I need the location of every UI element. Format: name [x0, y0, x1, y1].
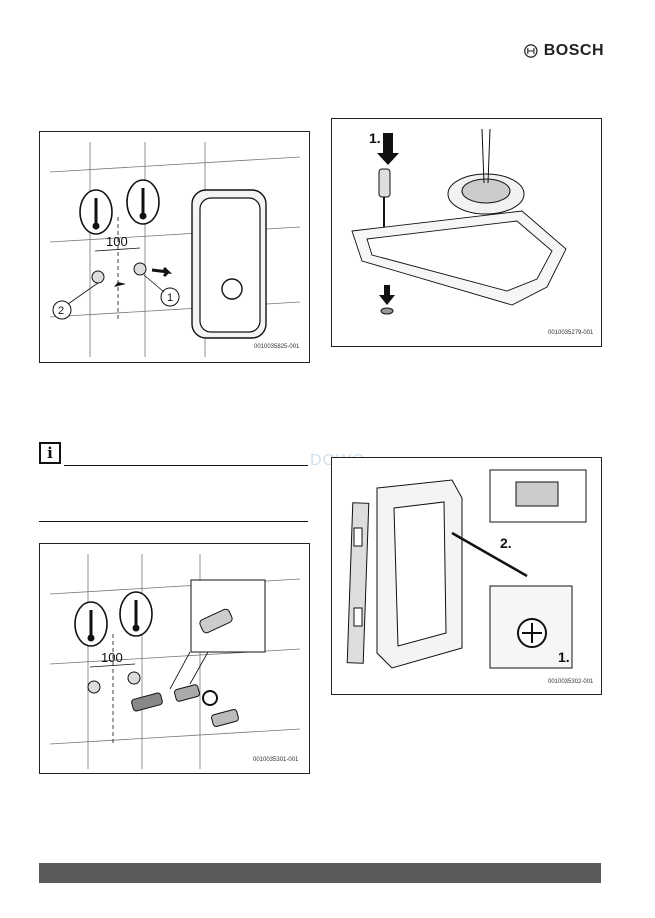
screwdriver-icon [378, 168, 391, 231]
thermometer-icon [126, 179, 160, 225]
wall-mount-illustration: 100 2 1 [49, 142, 301, 357]
callout-1: 1 [167, 292, 173, 304]
dimension-label: 100 [106, 234, 128, 249]
figure-code: 0010035825-001 [254, 344, 300, 350]
thermometer-icon [74, 601, 108, 647]
heater-unit [191, 189, 267, 339]
thermometer-icon [79, 189, 113, 235]
figure-code: 0010035302-001 [548, 679, 594, 685]
figure-screwdriver-step: 1. 0010035279-001 [331, 118, 602, 347]
screwdriver-illustration: 1. [351, 128, 567, 315]
figure-code: 0010035301-001 [253, 757, 299, 763]
step-1-label: 1. [369, 130, 381, 146]
info-bottom-rule [39, 521, 308, 522]
figure-fittings: 100 0010035301-001 [39, 543, 310, 774]
brand-name: BOSCH [543, 42, 604, 59]
figure-code: 0010035279-001 [548, 330, 594, 336]
bosch-logo-icon [524, 44, 538, 58]
info-icon: i [39, 442, 61, 464]
bosch-logo: BOSCH [524, 40, 604, 62]
fittings-illustration: 100 [49, 554, 301, 769]
step-1-label: 1. [558, 649, 570, 665]
info-top-rule [64, 465, 308, 466]
figure-wall-mount: 100 2 1 0010035825-001 [39, 131, 310, 363]
dimension-label: 100 [101, 650, 123, 665]
footer-bar [39, 863, 601, 883]
arrow-icon [114, 282, 126, 288]
step-2-label: 2. [500, 535, 512, 551]
thermometer-icon [119, 591, 153, 637]
figure-level-adjust: 2. 1. 0010035302-001 [331, 457, 602, 695]
level-adjust-illustration: 2. 1. [346, 469, 587, 669]
callout-2: 2 [58, 305, 64, 317]
